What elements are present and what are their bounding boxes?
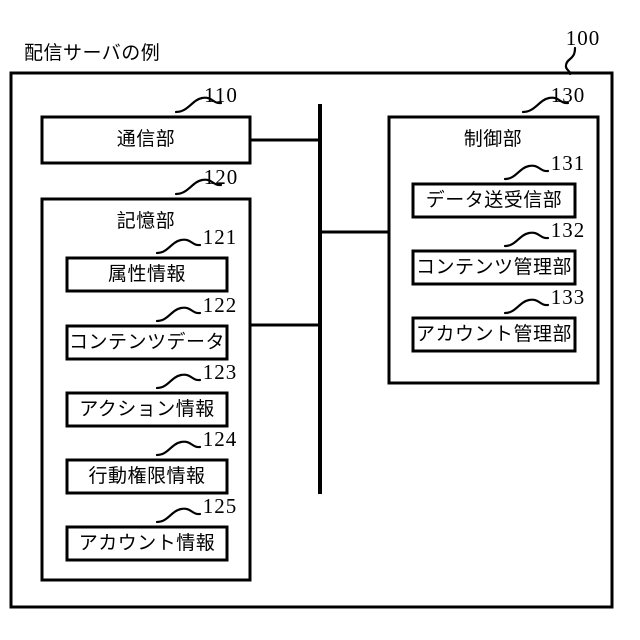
- ref-numeral-123: 123: [202, 360, 238, 384]
- ref-numeral-132: 132: [550, 218, 586, 242]
- storage-item-label-1: コンテンツデータ: [68, 331, 226, 353]
- control-item-box-0: [411, 182, 577, 219]
- storage-item-label-4: アカウント情報: [78, 532, 216, 554]
- communication-label: 通信部: [116, 128, 176, 150]
- storage-item-label-2: アクション情報: [79, 398, 215, 420]
- storage-item-box-1: [65, 324, 229, 361]
- leader-133: [503, 298, 550, 315]
- ref-numeral-133: 133: [550, 285, 586, 309]
- leader-120: [174, 178, 223, 196]
- storage-item-box-4: [65, 525, 229, 562]
- communication-box: [40, 115, 252, 165]
- ref-numeral-110: 110: [204, 83, 238, 107]
- storage-item-label-3: 行動権限情報: [88, 465, 206, 487]
- storage-item-box-0: [65, 256, 229, 293]
- figure-title: 配信サーバの例: [24, 42, 161, 64]
- ref-numeral-130: 130: [550, 83, 586, 107]
- ref-numeral-100: 100: [565, 26, 601, 50]
- leader-122: [155, 306, 202, 323]
- storage-item-box-2: [65, 391, 229, 428]
- control-item-label-1: コンテンツ管理部: [415, 256, 573, 278]
- storage-box: [40, 197, 252, 582]
- leader-110: [174, 96, 223, 114]
- ref-numeral-131: 131: [550, 151, 586, 175]
- storage-label: 記憶部: [116, 210, 176, 232]
- ref-numeral-122: 122: [202, 293, 238, 317]
- leader-124: [155, 440, 202, 457]
- ref-numeral-125: 125: [202, 494, 238, 518]
- leader-100: [564, 46, 577, 76]
- ref-numeral-124: 124: [202, 427, 238, 451]
- control-label: 制御部: [463, 128, 523, 150]
- leader-132: [503, 231, 550, 248]
- leader-123: [155, 373, 202, 390]
- leader-130: [521, 96, 570, 114]
- outer-frame: [9, 71, 614, 609]
- control-item-label-2: アカウント管理部: [415, 323, 573, 345]
- leader-121: [155, 238, 202, 255]
- control-item-box-1: [411, 249, 577, 286]
- storage-item-box-3: [65, 458, 229, 495]
- ref-numeral-121: 121: [202, 225, 238, 249]
- storage-item-label-0: 属性情報: [107, 263, 187, 285]
- leader-131: [503, 164, 550, 181]
- leader-125: [155, 507, 202, 524]
- ref-numeral-120: 120: [203, 165, 239, 189]
- control-item-label-0: データ送受信部: [425, 189, 563, 211]
- control-item-box-2: [411, 316, 577, 353]
